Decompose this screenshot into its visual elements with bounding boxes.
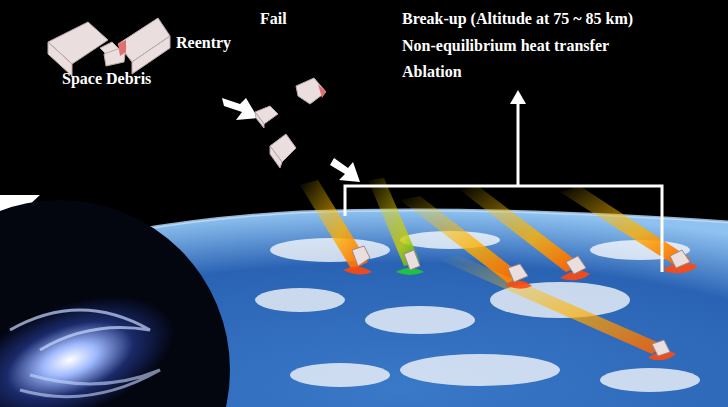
heat-transfer-label: Non-equilibrium heat transfer [402, 37, 609, 55]
reentry-label: Reentry [176, 34, 231, 52]
debris-label: Space Debris [62, 70, 151, 88]
fail-label: Fail [260, 10, 287, 28]
breakup-label: Break-up (Altitude at 75 ~ 85 km) [402, 10, 633, 28]
ablation-label: Ablation [402, 63, 462, 81]
